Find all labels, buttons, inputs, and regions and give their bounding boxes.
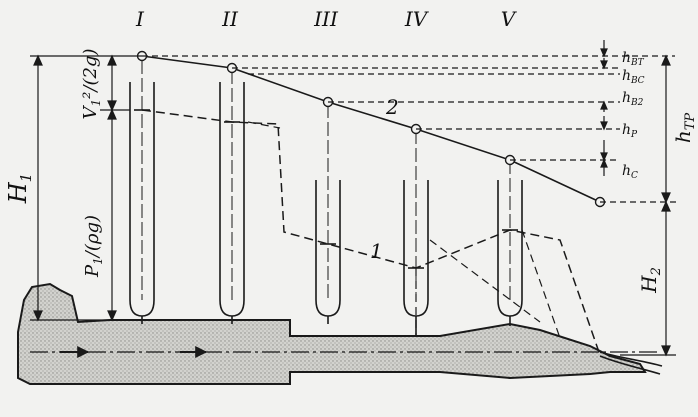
tubes	[129, 60, 523, 336]
left-dimensions	[33, 54, 117, 322]
label-h-exit: hВ2	[622, 90, 644, 108]
pipe-body	[17, 282, 647, 385]
tube-II	[219, 70, 245, 324]
tube-label-2: II	[221, 7, 239, 31]
line-label-2: 2	[385, 95, 399, 119]
connectors	[247, 121, 561, 339]
label-pressure-head: P1/(ρg)	[82, 215, 105, 278]
tube-label-1: I	[135, 7, 145, 31]
label-h-entry: hВТ	[622, 50, 645, 68]
tube-I	[129, 60, 155, 324]
tube-V	[497, 160, 523, 326]
reference-lines	[30, 55, 676, 356]
piezometric-line	[141, 109, 601, 356]
label-total-head: H1	[4, 173, 35, 204]
label-h-nozzle: hС	[622, 163, 638, 181]
line-label-1: 1	[370, 239, 383, 263]
tube-label-5: V	[501, 7, 518, 31]
outlet-jet	[599, 351, 663, 375]
tube-IV	[403, 130, 429, 336]
label-h-diffuser: hР	[622, 122, 638, 140]
right-dimensions	[600, 40, 671, 357]
tube-III	[315, 104, 341, 324]
label-h-sudden-expansion: hВС	[622, 68, 645, 86]
label-h-total: hТР	[671, 113, 698, 144]
label-outlet-head: H2	[637, 267, 664, 294]
energy-line	[136, 50, 606, 208]
pipe	[17, 282, 663, 385]
tube-label-3: III	[313, 7, 339, 31]
label-velocity-head: V1²/(2g)	[80, 49, 103, 120]
tube-labels: I II III IV V	[135, 7, 518, 31]
tube-label-4: IV	[404, 7, 430, 31]
